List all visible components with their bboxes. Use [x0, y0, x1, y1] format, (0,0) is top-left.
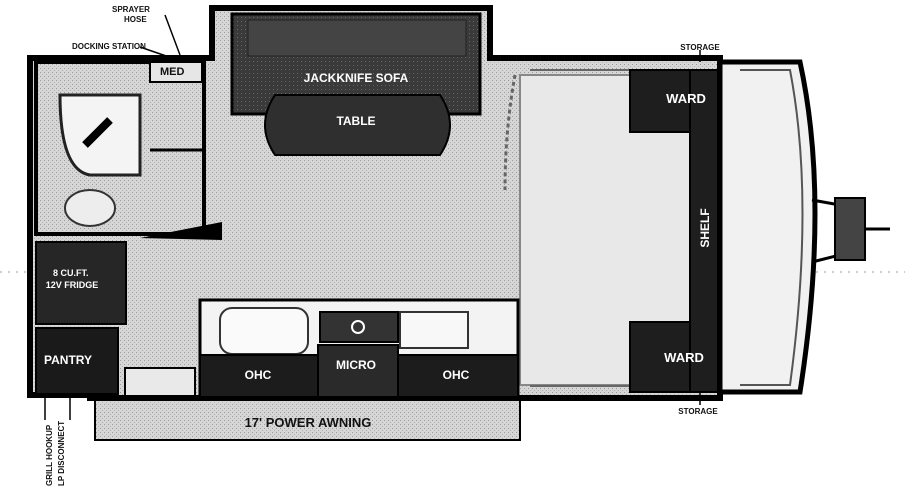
ward-bottom-label: WARD	[664, 350, 704, 365]
wardrobes	[629, 69, 719, 393]
table-label: TABLE	[336, 114, 375, 128]
awning-label: 17' POWER AWNING	[245, 415, 372, 430]
shelf-label: SHELF	[698, 208, 712, 247]
table	[264, 94, 451, 156]
pantry	[35, 327, 119, 395]
fridge-label: 8 CU.FT. 12V FRIDGE	[46, 268, 99, 290]
sprayer-hose-label: SPRAYER HOSE	[112, 5, 152, 24]
hitch	[811, 197, 890, 264]
ohc-left-label: OHC	[245, 368, 272, 382]
med-label: MED	[160, 66, 185, 78]
lp-disconnect-label: LP DISCONNECT	[57, 421, 66, 486]
entry-step	[124, 367, 196, 397]
docking-station-label: DOCKING STATION	[72, 42, 146, 51]
ward-top-label: WARD	[666, 91, 706, 106]
pantry-label: PANTRY	[44, 353, 92, 367]
storage-bottom-label: STORAGE	[678, 407, 718, 416]
grill-hookup-label: GRILL HOOKUP	[45, 424, 54, 486]
bathroom	[34, 60, 222, 240]
awning	[94, 399, 521, 441]
fridge	[35, 241, 127, 325]
micro-label: MICRO	[336, 358, 376, 372]
leader-lines	[44, 14, 701, 420]
kitchen-counter	[198, 298, 520, 400]
jackknife-sofa-label: JACKKNIFE SOFA	[304, 71, 409, 85]
ohc-right-label: OHC	[443, 368, 470, 382]
storage-top-label: STORAGE	[680, 43, 720, 52]
